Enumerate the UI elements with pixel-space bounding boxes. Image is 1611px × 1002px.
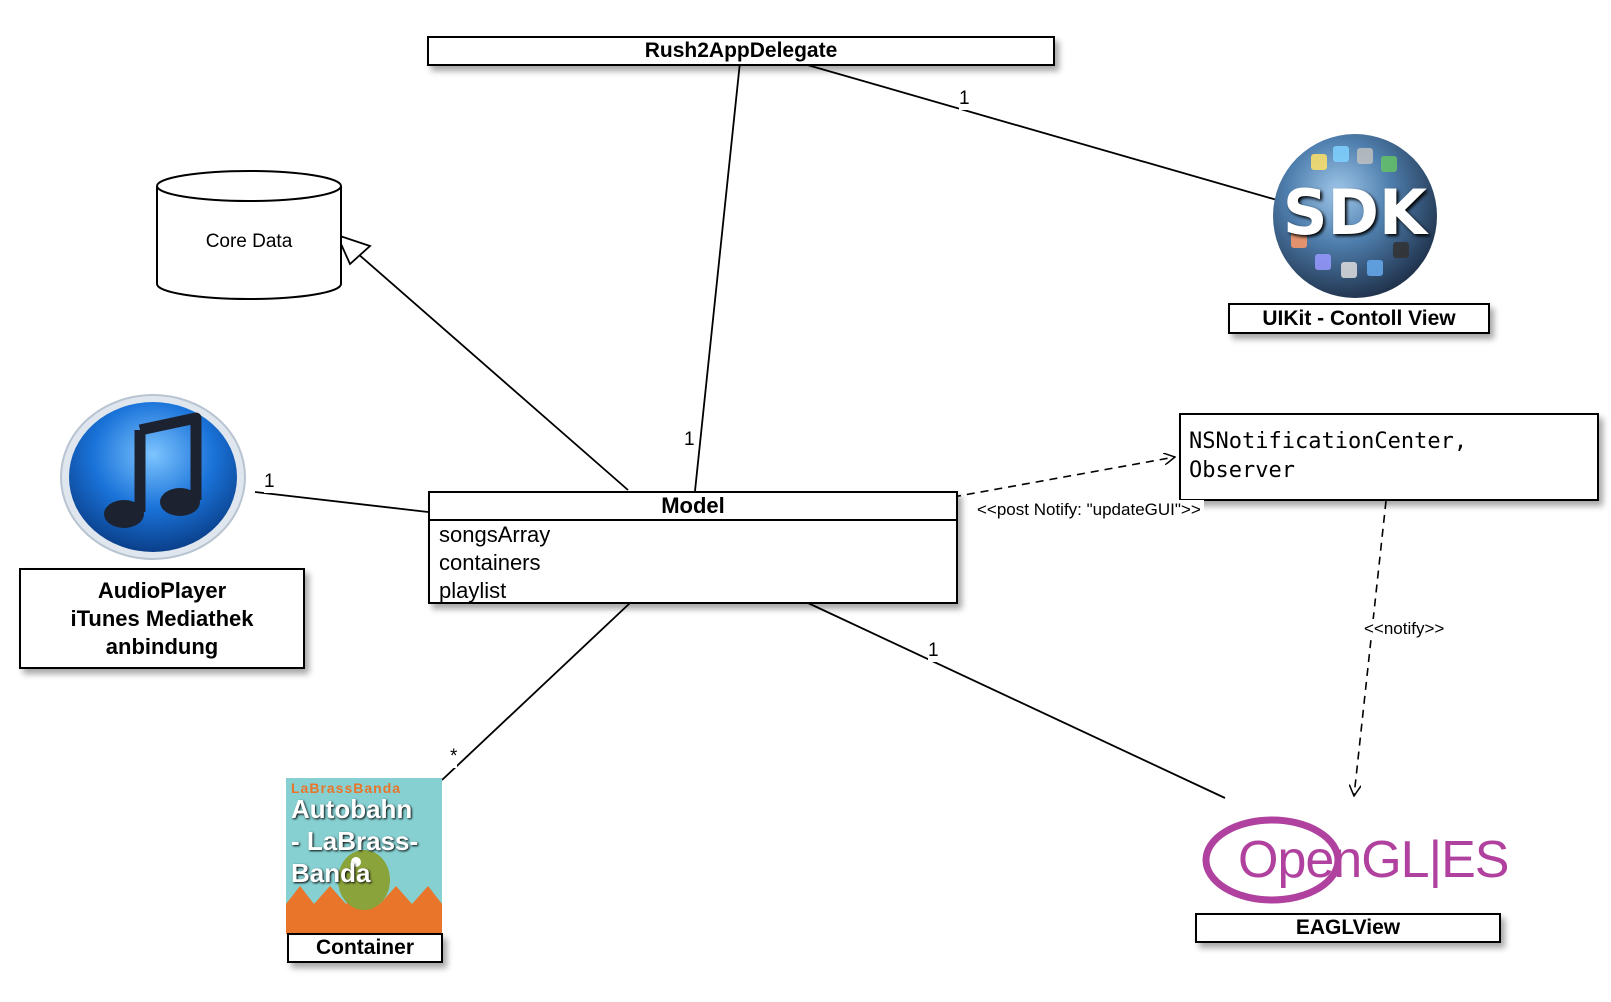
core-data-store[interactable]: Core Data — [154, 168, 344, 304]
cover-title-1: Autobahn — [291, 794, 413, 824]
edge-model-eaglview — [807, 602, 1226, 799]
multiplicity-delegate-uikit: 1 — [959, 88, 970, 110]
cover-title-3: Banda — [291, 858, 371, 888]
sdk-globe-text: SDK — [1282, 176, 1428, 249]
edge-model-container — [441, 602, 631, 781]
audio-player-class[interactable]: AudioPlayer iTunes Mediathek anbindung — [19, 568, 305, 669]
audio-player-line3: anbindung — [105, 634, 219, 659]
edge-model-coredata — [356, 252, 629, 491]
sdk-globe-icon: SDK — [1271, 132, 1439, 300]
eaglview-title: EAGLView — [1295, 916, 1401, 939]
uikit-title: UIKit - Contoll View — [1262, 307, 1456, 330]
audio-player-line2: iTunes Mediathek — [70, 606, 254, 631]
container-title: Container — [315, 936, 414, 959]
multiplicity-model-container: * — [450, 746, 458, 768]
post-notify-label: <<post Notify: "updateGUI">> — [974, 500, 1204, 520]
edge-notification-eaglview — [1354, 500, 1387, 796]
model-class[interactable]: Model songsArray containers playlist — [428, 491, 958, 604]
notification-center-line1: NSNotificationCenter, — [1189, 429, 1468, 454]
model-attribute: songsArray — [439, 522, 551, 547]
album-cover-icon: LaBrassBanda Autobahn - LaBrass- Banda — [286, 778, 442, 934]
model-title: Model — [430, 493, 956, 521]
audio-player-line1: AudioPlayer — [97, 578, 227, 603]
opengl-es-logo: OpenGL|ES — [1202, 810, 1509, 910]
app-delegate-class[interactable]: Rush2AppDelegate — [427, 36, 1055, 66]
app-delegate-title: Rush2AppDelegate — [644, 39, 838, 62]
multiplicity-delegate-model: 1 — [684, 429, 695, 451]
notify-label: <<notify>> — [1361, 619, 1448, 639]
edge-delegate-model — [694, 61, 741, 492]
notification-center-class[interactable]: NSNotificationCenter, Observer — [1179, 413, 1599, 501]
cover-title-2: - LaBrass- — [291, 826, 419, 856]
uikit-control-view-class[interactable]: UIKit - Contoll View — [1228, 303, 1490, 334]
container-class[interactable]: Container — [287, 933, 443, 963]
generalization-triangle — [335, 233, 372, 266]
database-cylinder-icon — [156, 170, 342, 300]
model-attributes: songsArray containers playlist — [430, 521, 956, 605]
edge-model-audioplayer — [254, 491, 429, 513]
core-data-label: Core Data — [205, 231, 293, 252]
multiplicity-model-eaglview: 1 — [928, 640, 939, 662]
edge-delegate-uikit — [789, 59, 1278, 201]
eaglview-class[interactable]: EAGLView — [1195, 913, 1501, 943]
model-attribute: playlist — [439, 578, 507, 603]
cover-brand: LaBrassBanda — [291, 780, 402, 796]
multiplicity-model-audioplayer: 1 — [264, 471, 275, 493]
itunes-icon — [58, 392, 248, 562]
opengl-es-logo-text: OpenGL|ES — [1238, 831, 1509, 889]
notification-center-line2: Observer — [1189, 458, 1295, 483]
edge-model-notification — [952, 457, 1175, 498]
model-attribute: containers — [439, 550, 541, 575]
